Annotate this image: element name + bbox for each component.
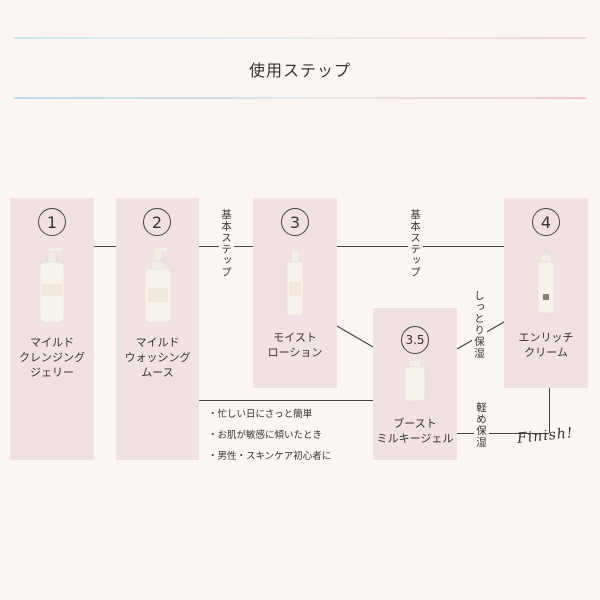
connector-line: [549, 388, 551, 433]
step-card-1: 1 マイルド クレンジング ジェリー: [10, 198, 94, 460]
step-label-1: マイルド クレンジング ジェリー: [19, 336, 85, 379]
foam-pump-bottle-icon: [144, 248, 172, 323]
cream-bottle-icon: [537, 254, 555, 314]
connector-line: [457, 433, 549, 435]
page-title: 使用ステップ: [248, 61, 351, 80]
top-divider: [14, 37, 586, 39]
step-card-4: 4 エンリッチ クリーム: [504, 198, 588, 388]
connector-line: [199, 400, 373, 402]
step-label-4: エンリッチ クリーム: [518, 331, 574, 359]
step-card-3: 3 モイスト ローション: [253, 198, 337, 388]
connector-line-to-3-5: [336, 325, 374, 348]
usage-notes: ・忙しい日にさっと簡単 ・お肌が敏感に傾いたとき ・男性・スキンケア初心者に: [208, 404, 331, 467]
step-number-1: 1: [38, 208, 66, 236]
pump-bottle-icon: [39, 248, 65, 323]
step-label-3: モイスト ローション: [267, 331, 323, 359]
step-card-2: 2 マイルド ウォッシング ムース: [116, 198, 199, 460]
finish-label: Finish!: [516, 425, 575, 447]
moist-label: しっとり保湿: [472, 288, 487, 361]
lotion-bottle-icon: [286, 250, 304, 316]
step-number-3-5: 3.5: [401, 326, 429, 354]
bottom-divider: [14, 97, 586, 99]
basic-step-label-2: 基本ステップ: [408, 207, 423, 280]
step-number-2: 2: [143, 208, 171, 236]
note-item: ・お肌が敏感に傾いたとき: [208, 430, 323, 441]
connector-line: [94, 246, 116, 248]
basic-step-label-1: 基本ステップ: [219, 207, 234, 280]
jar-icon: [404, 360, 426, 402]
step-card-3-5: 3.5 ブースト ミルキージェル: [373, 308, 457, 460]
step-label-2: マイルド ウォッシング ムース: [124, 336, 191, 379]
note-item: ・忙しい日にさっと簡単: [208, 409, 313, 420]
light-label: 軽め保湿: [474, 400, 489, 450]
note-item: ・男性・スキンケア初心者に: [208, 451, 332, 462]
step-number-4: 4: [532, 208, 560, 236]
step-number-3: 3: [281, 208, 309, 236]
step-label-3-5: ブースト ミルキージェル: [376, 417, 454, 445]
